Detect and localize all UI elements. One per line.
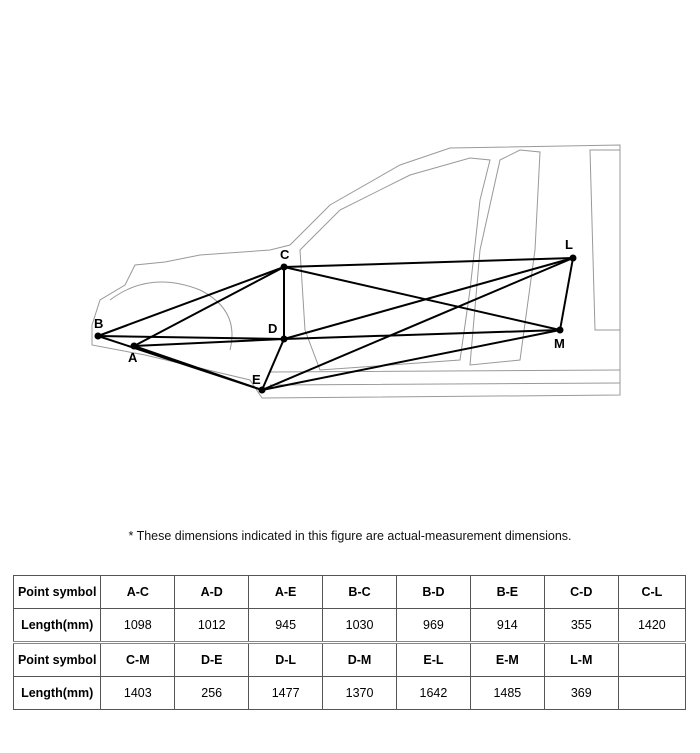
segment-E-L [261, 257, 574, 391]
segment-B-C [97, 266, 285, 337]
dimension-table: Point symbol A-C A-D A-E B-C B-D B-E C-D… [12, 575, 687, 710]
point-label-B: B [94, 316, 103, 331]
cell: L-M [543, 641, 619, 677]
cell: 1642 [395, 676, 471, 710]
table-row: Length(mm) 1098 1012 945 1030 969 914 35… [12, 608, 687, 643]
cell: 1012 [174, 608, 250, 643]
cell: 914 [469, 608, 545, 643]
segment-D-M [283, 329, 561, 340]
car-body-outline [91, 144, 621, 399]
body-dimension-diagram: A B C D E L M [91, 144, 621, 399]
cell: D-M [322, 641, 397, 677]
segment-B-D [97, 335, 285, 340]
cell: E-L [395, 641, 471, 677]
cell: A-E [248, 575, 324, 609]
cell: 1098 [100, 608, 176, 643]
cell: B-D [395, 575, 471, 609]
segment-A-D [133, 338, 285, 347]
cell: 1403 [100, 676, 176, 710]
point-label-M: M [554, 336, 565, 351]
measurement-note: * These dimensions indicated in this fig… [128, 529, 572, 543]
cell: D-E [174, 641, 250, 677]
measurement-lines [97, 257, 574, 391]
point-M [556, 326, 564, 334]
segment-L-M [559, 257, 574, 331]
cell: A-D [174, 575, 250, 609]
cell: D-L [248, 641, 324, 677]
cell: B-C [322, 575, 397, 609]
segment-E-M [261, 329, 561, 391]
cell: 369 [543, 676, 619, 710]
cell: 1485 [469, 676, 545, 710]
measurement-points: A B C D E L M [94, 237, 577, 394]
point-label-C: C [280, 247, 290, 262]
cell: B-E [469, 575, 545, 609]
point-L [569, 254, 577, 262]
row-header: Length(mm) [12, 608, 102, 643]
cell: 256 [174, 676, 250, 710]
table-row: Point symbol C-M D-E D-L D-M E-L E-M L-M [12, 641, 687, 677]
cell [617, 676, 687, 710]
point-label-L: L [565, 237, 573, 252]
cell: 969 [395, 608, 471, 643]
segment-B-E [97, 335, 263, 391]
cell: 1030 [322, 608, 397, 643]
segment-C-M [283, 266, 561, 331]
segment-D-E [261, 338, 285, 391]
point-E [258, 386, 266, 394]
segment-A-C [133, 266, 285, 347]
table-row: Length(mm) 1403 256 1477 1370 1642 1485 … [12, 676, 687, 710]
point-C [280, 263, 288, 271]
cell [617, 641, 687, 677]
row-header: Point symbol [12, 575, 102, 609]
point-label-D: D [268, 321, 277, 336]
segment-C-L [283, 257, 574, 268]
point-D [280, 335, 288, 343]
point-label-A: A [128, 350, 138, 365]
cell: 945 [248, 608, 324, 643]
cell: 1477 [248, 676, 324, 710]
table-row: Point symbol A-C A-D A-E B-C B-D B-E C-D… [12, 575, 687, 609]
cell: C-L [617, 575, 687, 609]
cell: A-C [100, 575, 176, 609]
row-header: Length(mm) [12, 676, 102, 710]
cell: C-D [543, 575, 619, 609]
point-A [130, 342, 138, 350]
cell: 1370 [322, 676, 397, 710]
point-label-E: E [252, 372, 261, 387]
cell: C-M [100, 641, 176, 677]
cell: E-M [469, 641, 545, 677]
cell: 1420 [617, 608, 687, 643]
point-B [94, 332, 102, 340]
row-header: Point symbol [12, 641, 102, 677]
cell: 355 [543, 608, 619, 643]
segment-D-L [283, 257, 574, 340]
